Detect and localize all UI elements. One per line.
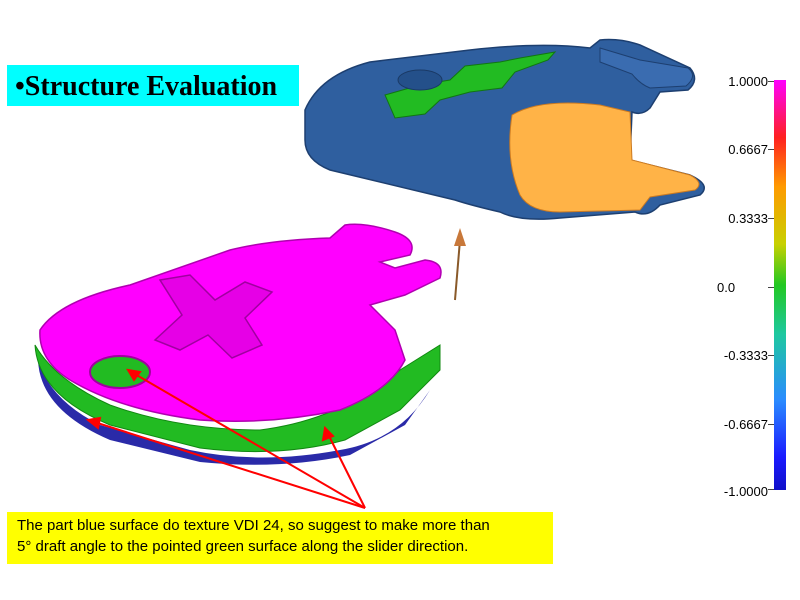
scale-tick-mark [768, 287, 774, 288]
upper-part-inner-surface [509, 102, 700, 213]
upper-part-green-channel [384, 51, 557, 119]
upper-part-prong-top [599, 47, 693, 89]
scale-tick-label: -0.3333 [723, 348, 768, 363]
scale-tick-mark [768, 489, 774, 490]
scale-tick-mark [768, 218, 774, 219]
note-line-1: The part blue surface do texture VDI 24,… [17, 517, 490, 534]
upper-part-hole [397, 69, 443, 91]
pointer-arrow-1 [127, 369, 366, 509]
lower-part-view [34, 223, 442, 465]
scale-tick-label: 1.0000 [728, 74, 768, 89]
scale-tick-mark [768, 149, 774, 150]
scale-tick-mark [768, 355, 774, 356]
scale-tick-label: 0.6667 [728, 142, 768, 157]
scale-tick-label: 0.3333 [728, 211, 768, 226]
slider-direction-arrow-icon [454, 228, 466, 301]
scale-tick-label: -0.6667 [723, 417, 768, 432]
pointer-arrow-3 [324, 427, 366, 509]
scale-tick-label: 0.0 [717, 280, 736, 295]
note-line-2: 5° draft angle to the pointed green surf… [17, 538, 469, 555]
pointer-arrows [85, 368, 366, 509]
scale-tick-mark [768, 424, 774, 425]
draft-angle-note: The part blue surface do texture VDI 24,… [7, 512, 553, 564]
lower-part-blue-bottom [38, 360, 430, 465]
color-scale-bar [774, 80, 786, 490]
lower-part-x-relief [153, 274, 274, 359]
scale-tick-mark [768, 81, 774, 82]
scale-tick-label: -1.0000 [723, 484, 768, 499]
slide-title: •Structure Evaluation [7, 65, 299, 106]
upper-part-view [304, 38, 705, 220]
pointer-arrow-2 [87, 419, 366, 509]
